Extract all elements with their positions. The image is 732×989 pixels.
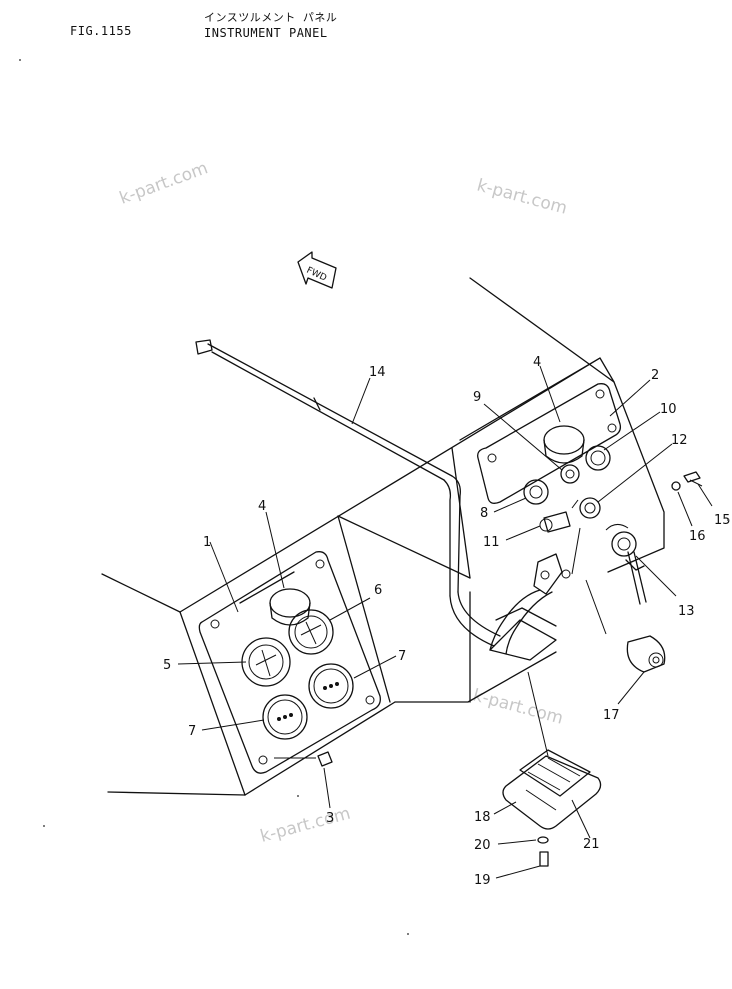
watermark: k-part.com [258,804,353,847]
callout-19: 19 [474,873,491,888]
callout-4-left: 4 [258,499,266,514]
bracket-harness [489,527,607,661]
watermark: k-part.com [117,158,211,208]
indicator-lamp-4-left [269,588,311,626]
callout-14: 14 [369,365,386,380]
leader-line [177,661,247,665]
figure-title: INSTRUMENT PANEL [204,26,328,40]
callout-7-left: 7 [188,724,196,739]
callout-17: 17 [603,708,620,723]
left-gauge-5 [241,637,291,687]
key-switch-13 [605,524,647,605]
rod-14 [195,339,501,647]
switch-10 [585,445,611,471]
right-gauge-6 [288,609,334,655]
callout-16: 16 [689,529,706,544]
washer-16 [671,481,681,491]
leader-line [539,365,561,423]
leader-line [495,865,541,879]
leader-line [483,403,563,471]
screw-15 [683,471,703,487]
figure-title-japanese: インスツルメント パネル [204,11,338,24]
leader-line [351,377,371,425]
left-gauge-panel [198,551,381,774]
leader-line [697,483,713,507]
leader-line [497,839,537,845]
callout-3: 3 [326,811,334,826]
instrument-panel-body [101,277,665,796]
fwd-arrow-icon: FWD [297,251,337,289]
callout-21: 21 [583,837,600,852]
leader-line [609,379,651,417]
figure-number: FIG.1155 [70,24,132,38]
leader-line [493,801,517,815]
leader-line [597,443,673,503]
callout-5: 5 [163,658,171,673]
leader-line [603,411,661,451]
callout-13: 13 [678,604,695,619]
leader-line [201,719,265,731]
washer-20 [537,836,549,844]
leader-line [323,767,331,809]
callout-1: 1 [203,535,211,550]
leader-line [265,511,285,589]
leader-line [329,597,371,621]
indicator-7-lower [262,694,308,740]
leader-line [677,491,693,527]
leader-line [209,541,239,613]
callout-6: 6 [374,583,382,598]
leader-line [571,799,591,839]
leader-line [505,525,541,541]
connector-11 [539,511,571,533]
grommet-8 [523,479,549,505]
callout-8: 8 [480,506,488,521]
callout-11: 11 [483,535,500,550]
screw-3 [274,751,333,767]
right-switch-panel [477,383,622,504]
callout-12: 12 [671,433,688,448]
callout-4-right: 4 [533,355,541,370]
leader-line [527,671,549,757]
leader-line [353,655,397,679]
callout-18: 18 [474,810,491,825]
callout-2: 2 [651,368,659,383]
leader-line [635,555,677,597]
callout-20: 20 [474,838,491,853]
bushing-9 [560,464,580,484]
callout-10: 10 [660,402,677,417]
ring-12 [571,497,601,519]
callout-15: 15 [714,513,731,528]
watermark: k-part.com [475,176,570,219]
leader-line [493,497,527,513]
screw-19 [539,851,549,867]
indicator-7-upper [308,663,354,709]
leader-line [617,671,645,705]
callout-7-right: 7 [398,649,406,664]
lamp-17 [626,635,666,673]
callout-9: 9 [473,390,481,405]
fuse-box-18 [502,749,602,830]
